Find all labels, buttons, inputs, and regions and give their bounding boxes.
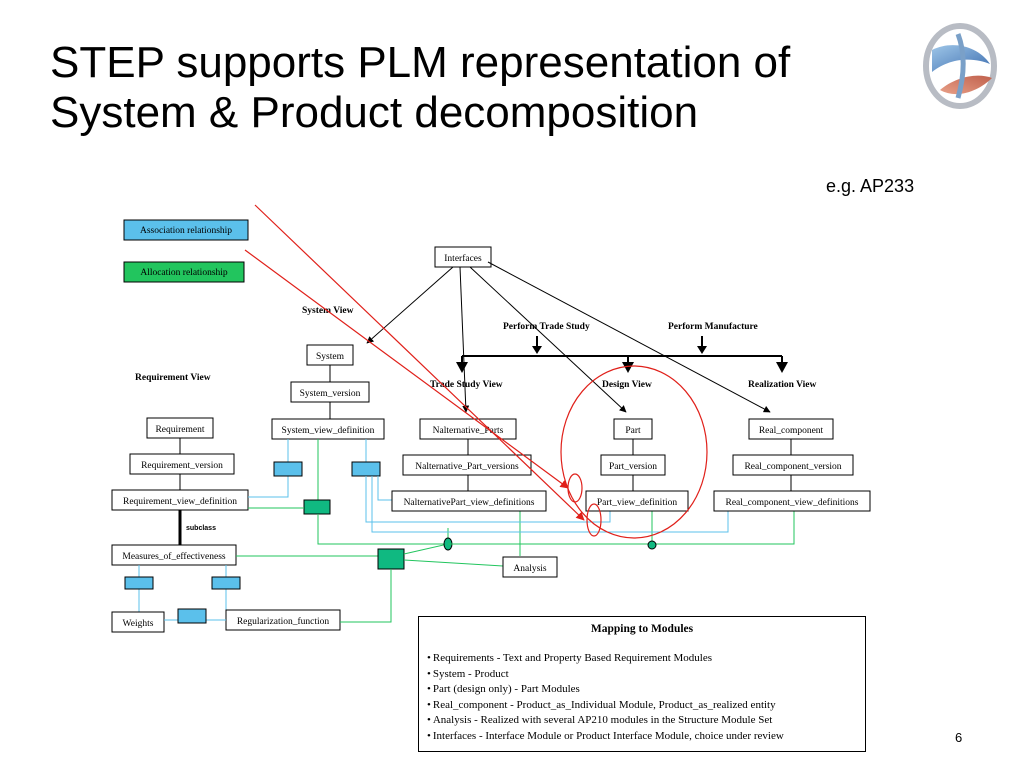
node-part-label: Part — [625, 426, 641, 436]
node-part-version-label: Part_version — [609, 462, 657, 472]
mapping-item: Part (design only) - Part Modules — [427, 682, 857, 698]
node-weights — [111, 611, 165, 633]
node-nalternative-part-versions — [402, 454, 532, 476]
node-nalternative-parts-label: Nalternative_Parts — [433, 426, 504, 436]
highlight-oval-1 — [567, 473, 583, 503]
arrow-interfaces-real-component — [487, 261, 771, 413]
highlight-oval-2 — [586, 503, 602, 537]
subclass-label: subclass — [186, 525, 216, 532]
junction-2 — [647, 540, 657, 550]
heading-trade-study-view: Trade Study View — [430, 380, 503, 390]
node-requirement-version-label: Requirement_version — [141, 461, 223, 471]
association-system-requirement — [273, 461, 303, 477]
mapping-list: Requirements - Text and Property Based R… — [427, 651, 857, 744]
heading-requirement-view: Requirement View — [135, 373, 211, 383]
node-system-view-definition — [271, 418, 385, 440]
arrow-interfaces-system — [366, 266, 454, 344]
node-requirement-label: Requirement — [155, 425, 204, 435]
node-measures-of-effectiveness — [111, 544, 237, 566]
legend-association-box — [123, 219, 249, 241]
heading-realization-view: Realization View — [748, 380, 816, 390]
arrow-interfaces-nalternative — [459, 266, 470, 413]
node-measures-label: Measures_of_effectiveness — [122, 551, 226, 562]
node-analysis-label: Analysis — [513, 564, 547, 574]
mapping-to-modules-box: Mapping to Modules Requirements - Text a… — [418, 616, 866, 752]
subtitle: e.g. AP233 — [826, 176, 915, 196]
mapping-item: Real_component - Product_as_Individual M… — [427, 698, 857, 714]
node-real-component-version — [732, 454, 854, 476]
node-part-view-definition-label: Part_view_definition — [597, 497, 677, 508]
node-real-component-view-definitions — [713, 490, 871, 512]
node-real-component-label: Real_component — [759, 426, 824, 436]
node-requirement-view-definition-label: Requirement_view_definition — [123, 496, 237, 507]
node-analysis — [502, 556, 558, 578]
legend-allocation-label: Allocation relationship — [140, 268, 228, 278]
page-number: 6 — [955, 730, 963, 745]
legend-association-label: Association relationship — [140, 226, 232, 236]
node-part-view-definition — [585, 490, 689, 512]
mapping-title: Mapping to Modules — [590, 623, 694, 635]
logo-icon — [923, 23, 997, 109]
heading-design-view: Design View — [602, 380, 652, 390]
perform-trade-study-bracket — [456, 336, 634, 373]
heading-perform-trade-study: Perform Trade Study — [503, 322, 590, 332]
node-nalternative-view-definitions — [391, 490, 547, 512]
node-nalternative-view-label: NalternativePart_view_definitions — [404, 497, 535, 508]
association-regularization — [211, 576, 241, 590]
node-system-label: System — [316, 352, 345, 362]
node-weights-label: Weights — [123, 619, 154, 629]
association-system-trade — [351, 461, 381, 477]
mapping-item: System - Product — [427, 667, 857, 683]
node-nalternative-versions-label: Nalternative_Part_versions — [415, 462, 519, 472]
association-weights — [124, 576, 154, 590]
node-requirement-version — [129, 453, 235, 475]
association-weights-regularization — [177, 608, 207, 624]
allocation-system — [303, 499, 331, 515]
node-interfaces-label: Interfaces — [444, 253, 482, 264]
node-real-component-version-label: Real_component_version — [744, 462, 841, 472]
title-line-1: STEP supports PLM representation of — [50, 38, 791, 87]
node-system-version-label: System_version — [300, 389, 361, 399]
mapping-item: Requirements - Text and Property Based R… — [427, 651, 857, 667]
allocation-central — [377, 548, 405, 570]
node-real-component-view-label: Real_component_view_definitions — [726, 497, 859, 508]
title-line-2: System & Product decomposition — [50, 88, 699, 137]
highlight-arrow-1 — [254, 204, 585, 521]
slide-title: STEP supports PLM representation of Syst… — [50, 38, 910, 138]
node-system-view-definition-label: System_view_definition — [282, 425, 375, 436]
node-regularization-label: Regularization_function — [237, 616, 330, 627]
arrow-interfaces-part — [469, 266, 627, 413]
mapping-item: Analysis - Realized with several AP210 m… — [427, 713, 857, 729]
design-view-highlight-circle — [560, 365, 708, 539]
highlight-arrow-2 — [244, 249, 569, 489]
perform-manufacture-bracket — [628, 336, 788, 373]
node-interfaces — [434, 246, 492, 268]
heading-perform-manufacture: Perform Manufacture — [668, 322, 758, 332]
legend-allocation-box — [123, 261, 245, 283]
mapping-item: Interfaces - Interface Module or Product… — [427, 729, 857, 745]
